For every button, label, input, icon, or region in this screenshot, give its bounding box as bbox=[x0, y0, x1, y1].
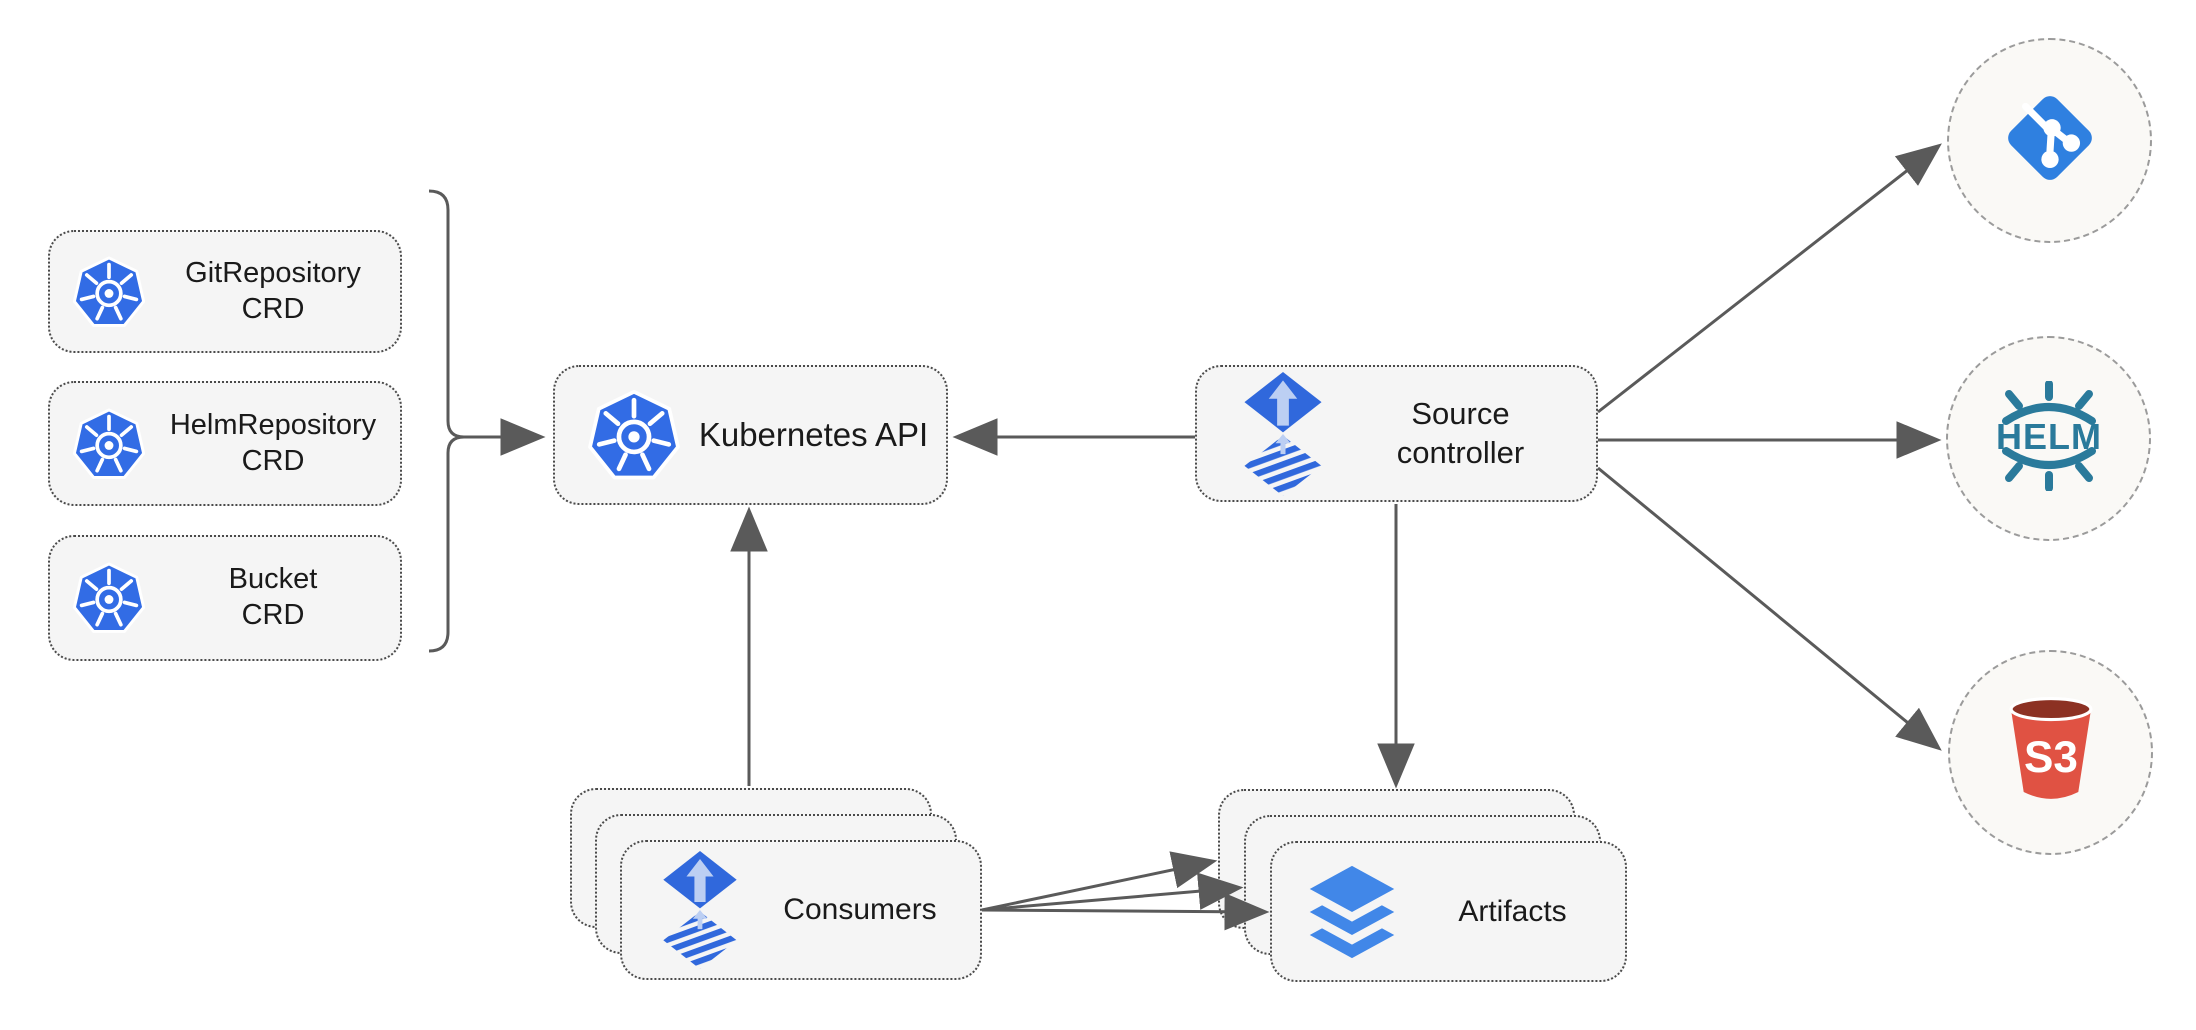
external-helm: HELM bbox=[1946, 336, 2151, 541]
node-label-text: Artifacts bbox=[1458, 894, 1567, 928]
arrow-consumers-to-artifacts-1 bbox=[981, 851, 1218, 912]
node-kubernetes-api: Kubernetes API bbox=[553, 365, 948, 505]
node-label-line2: CRD bbox=[241, 292, 305, 325]
external-s3: S3 bbox=[1948, 650, 2153, 855]
node-label-line1: HelmRepository bbox=[169, 408, 377, 441]
node-label-line2: CRD bbox=[241, 599, 305, 631]
node-label-line2: controller bbox=[1396, 434, 1525, 470]
crd-bracket-upper bbox=[428, 189, 465, 439]
node-label: Source controller bbox=[1325, 395, 1596, 472]
crd-bracket-lower bbox=[428, 435, 465, 653]
node-helmrepository-crd: HelmRepository CRD bbox=[48, 381, 402, 506]
node-label: Consumers bbox=[740, 891, 980, 928]
node-gitrepository-crd: GitRepository CRD bbox=[48, 230, 402, 353]
node-label-line1: GitRepository bbox=[185, 256, 361, 289]
node-label: GitRepository CRD bbox=[146, 256, 400, 328]
node-bucket-crd: Bucket CRD bbox=[48, 535, 402, 661]
node-source-controller: Source controller bbox=[1195, 365, 1598, 502]
flux-icon bbox=[660, 851, 740, 969]
git-icon bbox=[1994, 82, 2106, 199]
helm-logo-text: HELM bbox=[1996, 416, 2102, 457]
node-consumers: Consumers bbox=[620, 840, 982, 980]
arrow-source-controller-to-git bbox=[1597, 143, 1942, 414]
arrow-source-controller-to-s3 bbox=[1597, 466, 1942, 751]
node-label: HelmRepository CRD bbox=[146, 408, 400, 480]
node-artifacts: Artifacts bbox=[1270, 841, 1627, 982]
node-label-text: Kubernetes API bbox=[698, 415, 929, 453]
helm-icon: HELM bbox=[1974, 380, 2124, 496]
flux-icon bbox=[1241, 371, 1325, 496]
node-label-line1: Bucket bbox=[228, 563, 318, 596]
node-label: Bucket CRD bbox=[146, 562, 400, 634]
node-label-text: Consumers bbox=[783, 893, 937, 927]
s3-logo-text: S3 bbox=[2024, 733, 2078, 782]
node-label: Kubernetes API bbox=[681, 415, 946, 456]
kubernetes-icon bbox=[72, 255, 146, 329]
node-label-line1: Source bbox=[1411, 396, 1510, 432]
layers-icon bbox=[1304, 862, 1400, 962]
node-label: Artifacts bbox=[1400, 893, 1625, 930]
node-label-line2: CRD bbox=[241, 444, 305, 477]
kubernetes-icon bbox=[587, 388, 681, 482]
external-git bbox=[1947, 38, 2152, 243]
s3-bucket-icon: S3 bbox=[1992, 687, 2110, 818]
arrow-consumers-to-artifacts-2 bbox=[981, 872, 1244, 912]
kubernetes-icon bbox=[72, 407, 146, 481]
kubernetes-icon bbox=[72, 561, 146, 635]
